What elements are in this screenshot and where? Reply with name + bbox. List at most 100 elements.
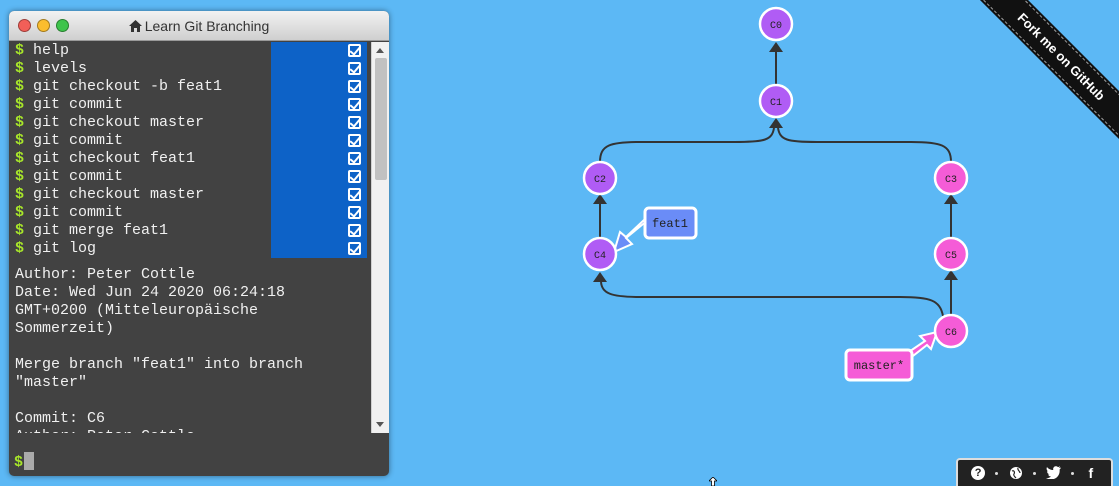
window-title-text: Learn Git Branching bbox=[144, 18, 270, 34]
command-status-cell bbox=[271, 78, 367, 96]
log-line: Author: Peter Cottle bbox=[15, 428, 365, 433]
commit-node-c2[interactable] bbox=[582, 160, 618, 196]
command-text: git log bbox=[24, 240, 97, 257]
maximize-button[interactable] bbox=[56, 19, 69, 32]
feat1-branch-label: feat1 bbox=[652, 217, 688, 231]
arrowhead-c3 bbox=[944, 194, 958, 204]
commit-label-c3: C3 bbox=[945, 175, 957, 186]
prompt-symbol: $ bbox=[15, 150, 25, 167]
command-text: git merge feat1 bbox=[24, 222, 169, 239]
command-text: git checkout master bbox=[24, 114, 205, 131]
checkbox-checked-icon bbox=[348, 206, 361, 219]
command-history-item: $ git commit bbox=[9, 96, 371, 114]
command-history-item: $ git commit bbox=[9, 204, 371, 222]
command-text: git checkout feat1 bbox=[24, 150, 196, 167]
feat1-branch-label-box[interactable] bbox=[643, 206, 698, 240]
terminal-scrollbar[interactable] bbox=[371, 42, 389, 433]
master-branch-label-box[interactable] bbox=[844, 348, 914, 382]
command-status-cell bbox=[271, 96, 367, 114]
command-history-item: $ git commit bbox=[9, 132, 371, 150]
checkbox-checked-icon bbox=[348, 62, 361, 75]
arrowhead-c5 bbox=[944, 270, 958, 280]
title-bar: Learn Git Branching bbox=[9, 11, 389, 41]
checkbox-checked-icon bbox=[348, 224, 361, 237]
commit-label-c5: C5 bbox=[945, 251, 957, 262]
commit-node-c0[interactable] bbox=[758, 6, 794, 42]
commit-label-c0: C0 bbox=[770, 21, 782, 32]
close-button[interactable] bbox=[18, 19, 31, 32]
command-text: git commit bbox=[24, 132, 124, 149]
command-status-cell bbox=[271, 204, 367, 222]
window-title: Learn Git Branching bbox=[9, 18, 389, 35]
command-status-cell bbox=[271, 150, 367, 168]
arrowhead-c0 bbox=[769, 42, 783, 52]
command-history-item: $ git commit bbox=[9, 168, 371, 186]
log-line: "master" bbox=[15, 374, 88, 391]
command-status-cell bbox=[271, 114, 367, 132]
globe-icon[interactable] bbox=[1009, 466, 1023, 480]
arrowhead-c4 bbox=[593, 272, 607, 282]
terminal-output[interactable]: $ help$ levels$ git checkout -b feat1$ g… bbox=[9, 42, 371, 433]
command-text: git commit bbox=[24, 96, 124, 113]
commit-label-c1: C1 bbox=[770, 98, 782, 109]
arrowhead-c1 bbox=[769, 118, 783, 128]
command-text: git commit bbox=[24, 204, 124, 221]
prompt-symbol: $ bbox=[15, 42, 25, 59]
command-text: git commit bbox=[24, 168, 124, 185]
commit-node-c1[interactable] bbox=[758, 83, 794, 119]
prompt-symbol: $ bbox=[15, 186, 25, 203]
separator-dot bbox=[1070, 471, 1074, 475]
commit-node-c4[interactable] bbox=[582, 236, 618, 272]
prompt-symbol: $ bbox=[15, 78, 25, 95]
twitter-icon[interactable] bbox=[1046, 466, 1062, 480]
command-prompt[interactable]: $ bbox=[14, 452, 35, 472]
bottom-toolbar: ? f bbox=[956, 458, 1113, 486]
commit-label-c6: C6 bbox=[945, 328, 957, 339]
command-history: $ help$ levels$ git checkout -b feat1$ g… bbox=[9, 42, 371, 258]
command-history-item: $ git log bbox=[9, 240, 371, 258]
commit-node-c6[interactable] bbox=[933, 313, 969, 349]
scroll-up-icon[interactable] bbox=[376, 48, 384, 53]
prompt-symbol: $ bbox=[15, 168, 25, 185]
github-ribbon[interactable]: Fork me on GitHub bbox=[969, 0, 1119, 150]
feat1-branch-arrow bbox=[612, 219, 651, 254]
command-text: git checkout master bbox=[24, 186, 205, 203]
minimize-button[interactable] bbox=[37, 19, 50, 32]
checkbox-checked-icon bbox=[348, 116, 361, 129]
command-history-item: $ git checkout -b feat1 bbox=[9, 78, 371, 96]
command-status-cell bbox=[271, 186, 367, 204]
mouse-cursor-icon bbox=[709, 477, 717, 486]
scroll-down-icon[interactable] bbox=[376, 422, 384, 427]
command-history-item: $ git merge feat1 bbox=[9, 222, 371, 240]
commit-label-c2: C2 bbox=[594, 175, 606, 186]
log-line: Sommerzeit) bbox=[15, 320, 115, 337]
scrollbar-thumb[interactable] bbox=[375, 58, 387, 180]
checkbox-checked-icon bbox=[348, 98, 361, 111]
separator-dot bbox=[1032, 471, 1036, 475]
prompt-symbol: $ bbox=[14, 454, 24, 471]
commit-node-c3[interactable] bbox=[933, 160, 969, 196]
fork-me-link[interactable]: Fork me on GitHub bbox=[979, 0, 1119, 139]
separator-dot bbox=[995, 471, 999, 475]
log-line: GMT+0200 (Mitteleuropäische bbox=[15, 302, 259, 319]
commit-node-c5[interactable] bbox=[933, 236, 969, 272]
checkbox-checked-icon bbox=[348, 134, 361, 147]
command-history-item: $ levels bbox=[9, 60, 371, 78]
log-line: Commit: C6 bbox=[15, 410, 106, 427]
prompt-symbol: $ bbox=[15, 222, 25, 239]
help-icon[interactable]: ? bbox=[971, 466, 986, 480]
terminal-window: Learn Git Branching $ help$ levels$ git … bbox=[9, 11, 389, 476]
arrowhead-c2 bbox=[593, 194, 607, 204]
command-history-item: $ git checkout master bbox=[9, 114, 371, 132]
prompt-symbol: $ bbox=[15, 114, 25, 131]
command-status-cell bbox=[271, 132, 367, 150]
command-status-cell bbox=[271, 222, 367, 240]
master-branch-label: master* bbox=[854, 359, 904, 373]
checkbox-checked-icon bbox=[348, 170, 361, 183]
checkbox-checked-icon bbox=[348, 242, 361, 255]
facebook-icon[interactable]: f bbox=[1088, 465, 1094, 481]
log-line: Author: Peter Cottle bbox=[15, 266, 196, 283]
prompt-symbol: $ bbox=[15, 60, 25, 77]
